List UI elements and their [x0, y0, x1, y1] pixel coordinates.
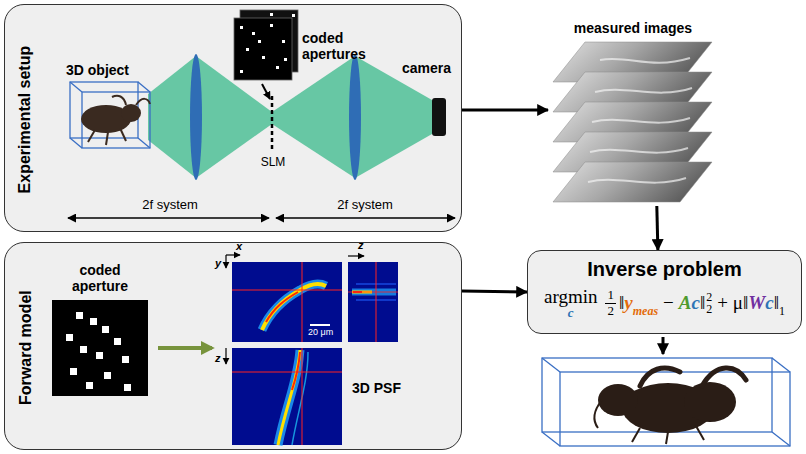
- panel-ground: [4, 242, 462, 450]
- formula-term: c: [692, 292, 700, 313]
- psf-yz-view: [232, 348, 342, 445]
- pointer-arrow: [262, 84, 270, 99]
- formula-part: 1: [779, 292, 785, 315]
- box-title: Inverse problem: [538, 257, 791, 281]
- formula-variable: c: [568, 306, 574, 319]
- formula-part: c: [765, 292, 773, 315]
- model-panel: Forward model: [4, 242, 462, 450]
- lens: [349, 54, 361, 180]
- formula-part: meas: [633, 292, 658, 315]
- figure-label: SLM: [258, 156, 288, 170]
- formula-exponent: 2: [706, 291, 712, 303]
- object-volume: [70, 82, 150, 148]
- dimension-arrow: [276, 217, 455, 219]
- reconstructed-bug: [595, 368, 746, 444]
- stack-heading: measured images: [548, 20, 718, 36]
- formula-term: y: [624, 292, 632, 313]
- formula-part: −: [658, 292, 679, 315]
- formula-term: A: [679, 292, 692, 313]
- formula-part: argminc: [544, 287, 597, 319]
- figure-label: coded apertures: [302, 30, 374, 62]
- formula-term: c: [765, 292, 773, 313]
- output-arrow: [662, 337, 665, 354]
- figure-label: z: [358, 239, 364, 252]
- formula-part: ‖: [700, 292, 705, 315]
- formula-term: ‖: [774, 292, 779, 313]
- psf-xz-view: [348, 262, 398, 342]
- psf-xy-view: [232, 262, 342, 342]
- axis-arrows: [226, 255, 364, 364]
- mapping-arrow: [158, 346, 212, 350]
- measured-image-stack: [553, 42, 712, 202]
- formula-term: −: [663, 292, 674, 313]
- flow-arrow: [462, 290, 527, 294]
- setup-panel: Experimental setup: [4, 4, 462, 232]
- formula-part: A: [679, 292, 692, 315]
- dimension-arrow: [68, 217, 269, 219]
- figure-label: camera: [402, 60, 451, 76]
- figure-label: 3D PSF: [352, 380, 401, 396]
- figure-label: 20 μm: [308, 327, 333, 337]
- objective-formula: argminc12‖ymeas−Ac‖22+ μ‖Wc‖1: [538, 287, 791, 319]
- formula-term: ‖: [619, 292, 624, 313]
- figure-label: 2f system: [130, 198, 210, 213]
- formula-denominator: 2: [607, 304, 614, 318]
- reconstruction-volume: [542, 358, 790, 446]
- formula-subscript: 1: [779, 304, 785, 318]
- coded-aperture-mask: [52, 300, 148, 396]
- formula-operator: argmin: [544, 287, 597, 306]
- formula-part: ‖: [619, 292, 624, 315]
- panel-ground: [4, 4, 462, 232]
- formula-term: ‖: [700, 292, 705, 313]
- formula-part: + μ‖: [712, 292, 748, 315]
- coded-aperture-stack: [234, 10, 298, 80]
- inverse-problem-box: Inverse problemargminc12‖ymeas−Ac‖22+ μ‖…: [527, 250, 802, 334]
- formula-subscript: meas: [633, 304, 658, 318]
- bug-specimen: [81, 96, 150, 145]
- figure-label: 3D object: [66, 62, 129, 78]
- formula-numerator: 1: [605, 288, 616, 303]
- camera-sensor: [432, 98, 446, 136]
- formula-subscript: 2: [706, 303, 712, 315]
- figure-label: 2f system: [325, 198, 405, 213]
- formula-part: ‖: [774, 292, 779, 315]
- image-stack: measured images: [548, 14, 718, 206]
- panel-title: Experimental setup: [15, 45, 34, 193]
- panel-title: Forward model: [15, 290, 34, 405]
- figure-label: coded aperture: [60, 262, 140, 294]
- formula-part: 12: [605, 288, 616, 318]
- formula-part: 22: [706, 291, 712, 315]
- figure-label: y: [215, 257, 221, 270]
- figure-label: z: [215, 352, 221, 365]
- formula-term: + μ‖: [717, 292, 748, 313]
- formula-term: W: [748, 292, 765, 313]
- formula-part: y: [624, 292, 632, 315]
- figure-label: x: [236, 240, 242, 253]
- flow-arrow: [462, 109, 548, 112]
- slm-plane: [271, 96, 274, 150]
- flow-arrow: [657, 206, 658, 250]
- formula-part: W: [748, 292, 765, 315]
- lens: [190, 54, 202, 180]
- formula-part: c: [692, 292, 700, 315]
